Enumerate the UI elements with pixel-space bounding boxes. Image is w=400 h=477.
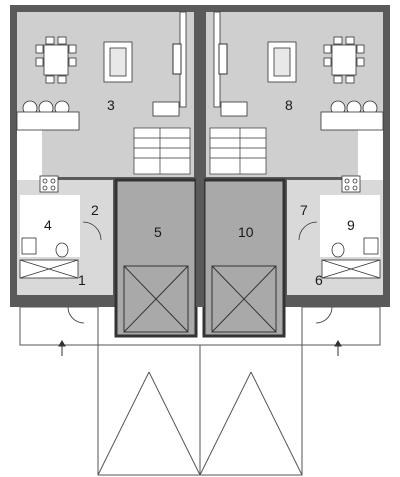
dining-table-icon (35, 36, 365, 84)
entrance-canopy (19, 306, 381, 346)
driveway (97, 344, 303, 476)
room-label-5: 5 (154, 224, 162, 240)
room-label-6: 6 (315, 272, 323, 288)
fireplace-icon (172, 43, 228, 75)
room-label-4: 4 (44, 217, 52, 233)
room-label-3: 3 (107, 97, 115, 113)
bathtub-icon (19, 259, 381, 279)
sink-icon (21, 237, 379, 255)
room-label-2: 2 (91, 202, 99, 218)
room-label-10: 10 (238, 224, 254, 240)
sofa-icon (103, 41, 297, 83)
kitchen-right (358, 128, 383, 180)
room-label-1: 1 (78, 272, 86, 288)
party-wall (196, 5, 204, 307)
room-label-7: 7 (300, 202, 308, 218)
tv-console-icon (152, 101, 248, 117)
room-label-8: 8 (285, 97, 293, 113)
room-label-9: 9 (347, 217, 355, 233)
toilet-icon (55, 242, 345, 258)
stair-icon (133, 127, 267, 175)
car-bay-cross-icon (123, 265, 277, 333)
garage-right (202, 178, 286, 338)
stove-icon (39, 175, 361, 193)
kitchen-counter (16, 111, 384, 131)
garage-left (114, 178, 198, 338)
kitchen-left (17, 128, 42, 180)
entry-arrow-icon (58, 340, 342, 356)
armchair-icon (22, 100, 378, 116)
door-swing-icon (67, 221, 333, 324)
